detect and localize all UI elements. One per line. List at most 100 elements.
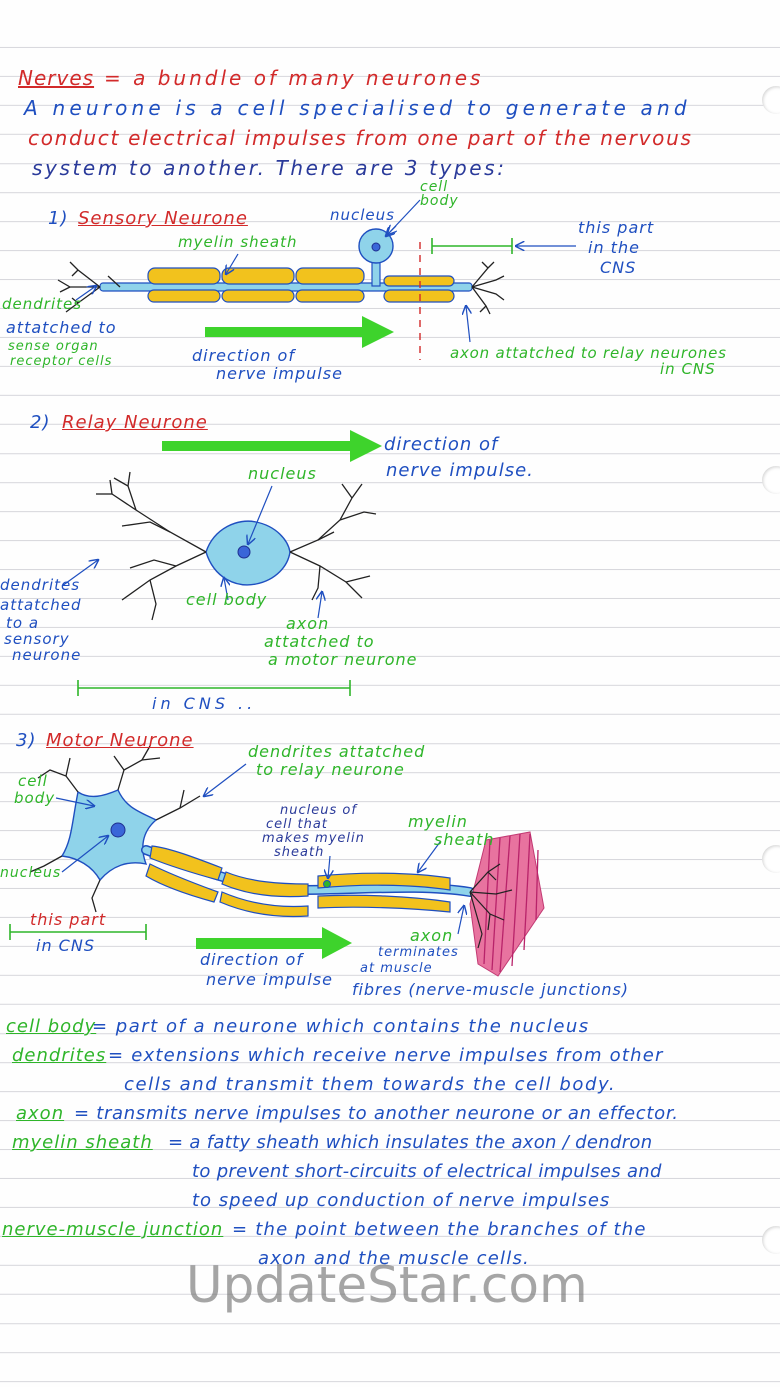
motor-direction-label-1: direction of [200, 950, 303, 969]
def-cont-myelin-sheath: to prevent short-circuits of electrical … [192, 1161, 662, 1182]
relay-dendrites-left [96, 471, 207, 621]
def-text-axon: = transmits nerve impulses to another ne… [74, 1103, 679, 1124]
def-term-dendrites: dendrites [12, 1045, 107, 1066]
sensory-myelin-label: myelin sheath [178, 233, 298, 251]
motor-schwann-label-1: nucleus of [280, 803, 357, 818]
binder-hole [762, 466, 780, 494]
sensory-axon-label-1: axon attatched to relay neurones [450, 344, 727, 362]
def-text-dendrites: = extensions which receive nerve impulse… [108, 1045, 664, 1066]
schwann-cell-nucleus [323, 880, 331, 888]
def-text-cell-body: = part of a neurone which contains the n… [92, 1016, 590, 1037]
sensory-dendrites-label-3: sense organ [8, 339, 99, 354]
myelin-segment [295, 267, 365, 285]
nerves-heading: Nerves [18, 66, 95, 90]
intro-line-1: A neurone is a cell specialised to gener… [24, 96, 691, 120]
motor-direction-label-2: nerve impulse [206, 970, 333, 989]
motor-dendrites-label-2: to relay neurone [256, 760, 405, 779]
sensory-title: Sensory Neurone [78, 208, 248, 229]
motor-axon-terminals [469, 863, 513, 949]
sensory-nucleus [371, 242, 381, 252]
def-cont-nerve-muscle-junction: axon and the muscle cells. [258, 1248, 530, 1269]
relay-direction-label-2: nerve impulse. [386, 460, 534, 481]
sensory-direction-arrow [205, 316, 394, 348]
relay-direction-label-1: direction of [384, 434, 499, 455]
motor-cell-body [60, 789, 158, 882]
motor-dendrites [29, 745, 201, 913]
motor-schwann-label-2: cell that [266, 817, 328, 832]
relay-title: Relay Neurone [62, 412, 208, 433]
sensory-number: 1) [48, 208, 69, 229]
relay-dendrites-label-1: dendrites [0, 576, 81, 594]
binder-hole [762, 86, 780, 114]
sensory-cns-label-1: this part [578, 218, 655, 237]
motor-myelin-label-2: sheath [434, 830, 495, 849]
relay-in-cns-label: in CNS .. [152, 694, 257, 713]
sensory-cns-bracket [431, 238, 513, 254]
relay-axon-label-3: a motor neurone [268, 650, 418, 669]
watermark: UpdateStar.com [186, 1256, 588, 1314]
relay-axon-label-1: axon [286, 614, 330, 633]
motor-cell-body-label-2: body [14, 789, 56, 807]
myelin-segment [383, 275, 455, 287]
motor-axon-label-2: terminates [378, 945, 459, 960]
relay-direction-arrow [162, 430, 382, 462]
relay-dendrites-label-5: neurone [12, 646, 82, 664]
sensory-neurone-diagram [57, 199, 576, 360]
relay-cell-body-label: cell body [186, 590, 268, 609]
relay-neurone-diagram [61, 430, 382, 696]
relay-dendrites-label-4: sensory [4, 630, 70, 648]
motor-myelin-label-1: myelin [408, 812, 468, 831]
def-cont2-myelin-sheath: to speed up conduction of nerve impulses [192, 1190, 611, 1211]
motor-axon-label-1: axon [410, 926, 454, 945]
sensory-dendrites-label-1: dendrites [2, 295, 83, 313]
relay-axon-label-2: attatched to [264, 632, 375, 651]
sensory-dendrites-label-4: receptor cells [10, 354, 113, 369]
sensory-cns-label-2: in the [588, 238, 640, 257]
binder-hole [762, 1226, 780, 1254]
binder-hole [762, 845, 780, 873]
relay-dendrites-right [289, 483, 377, 601]
def-term-myelin-sheath: myelin sheath [12, 1132, 153, 1153]
sensory-direction-label-1: direction of [192, 346, 295, 365]
def-cont-dendrites: cells and transmit them towards the cell… [124, 1074, 617, 1095]
motor-nucleus-label: nucleus [0, 865, 62, 881]
motor-cns-label-1: this part [30, 910, 107, 929]
def-term-cell-body: cell body [6, 1016, 97, 1037]
motor-axon-label-4: fibres (nerve-muscle junctions) [352, 980, 629, 999]
sensory-nucleus-label: nucleus [330, 206, 395, 224]
def-text-nerve-muscle-junction: = the point between the branches of the [232, 1219, 647, 1240]
motor-dendrites-label-1: dendrites attatched [248, 742, 426, 761]
myelin-segment [221, 289, 295, 303]
relay-dendrites-label-2: attatched [0, 596, 82, 614]
motor-myelin-segments [145, 845, 451, 918]
motor-cell-body-label-1: cell [18, 772, 48, 790]
intro-line-2: conduct electrical impulses from one par… [28, 126, 693, 150]
motor-schwann-label-4: sheath [274, 845, 325, 860]
motor-neurone-diagram [9, 745, 545, 977]
motor-nucleus [110, 822, 126, 838]
motor-axon-label-3: at muscle [360, 961, 433, 976]
sensory-axon-terminals [471, 261, 505, 315]
motor-schwann-label-3: makes myelin [262, 831, 365, 846]
motor-direction-arrow [196, 927, 352, 959]
relay-nucleus [237, 545, 251, 559]
myelin-segment [383, 289, 455, 303]
muscle-fibres [469, 831, 545, 977]
motor-cns-bracket [9, 924, 147, 940]
sensory-cns-label-3: CNS [600, 258, 637, 277]
sensory-cell-body-label: cell body [420, 179, 459, 209]
def-text-myelin-sheath: = a fatty sheath which insulates the axo… [168, 1132, 653, 1153]
intro-line-3: system to another. There are 3 types: [32, 156, 507, 180]
def-term-axon: axon [16, 1103, 65, 1124]
relay-dendrites-label-3: to a [6, 614, 40, 632]
sensory-dendrites-label-2: attatched to [6, 318, 117, 337]
relay-cns-bracket [77, 680, 351, 696]
myelin-segment [147, 267, 221, 285]
myelin-segment [221, 267, 295, 285]
relay-nucleus-label: nucleus [248, 464, 317, 483]
nerves-definition: = a bundle of many neurones [104, 66, 484, 90]
def-term-nerve-muscle-junction: nerve-muscle junction [2, 1219, 224, 1240]
motor-number: 3) [16, 730, 37, 751]
sensory-direction-label-2: nerve impulse [216, 364, 343, 383]
